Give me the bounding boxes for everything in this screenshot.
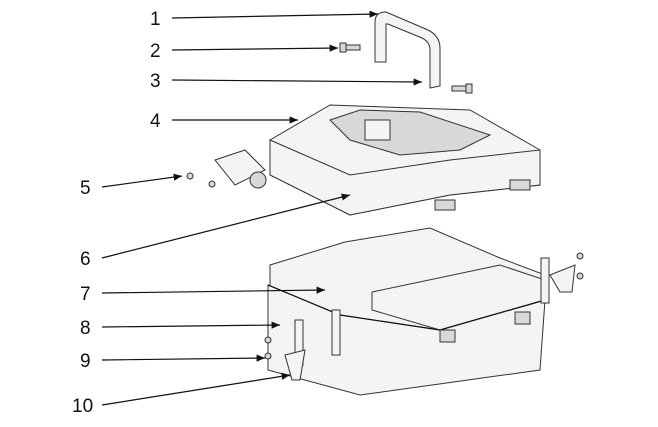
- svg-text:5: 5: [80, 178, 91, 199]
- svg-text:3: 3: [150, 71, 161, 92]
- svg-text:4: 4: [150, 111, 161, 132]
- svg-text:7: 7: [80, 284, 91, 305]
- svg-text:8: 8: [80, 318, 91, 339]
- callout-3: 3: [150, 71, 423, 92]
- svg-text:9: 9: [80, 351, 91, 372]
- callout-10: 10: [72, 372, 291, 417]
- bracket-parts: [264, 252, 584, 381]
- callout-8: 8: [80, 318, 281, 339]
- svg-text:10: 10: [72, 396, 93, 417]
- callout-4: 4: [150, 111, 298, 132]
- svg-text:1: 1: [150, 9, 161, 30]
- callout-5: 5: [80, 173, 183, 199]
- callout-7: 7: [80, 284, 326, 305]
- handle-part: [374, 11, 441, 89]
- callout-9: 9: [80, 351, 266, 372]
- connector-part: [186, 149, 267, 189]
- svg-text:6: 6: [80, 249, 91, 270]
- battery-box-part: [267, 227, 546, 396]
- top-cover-part: [269, 104, 541, 216]
- callout-2: 2: [150, 41, 339, 62]
- callout-6: 6: [80, 193, 351, 270]
- screw-parts: [339, 42, 473, 94]
- svg-text:2: 2: [150, 41, 161, 62]
- callout-1: 1: [150, 9, 379, 30]
